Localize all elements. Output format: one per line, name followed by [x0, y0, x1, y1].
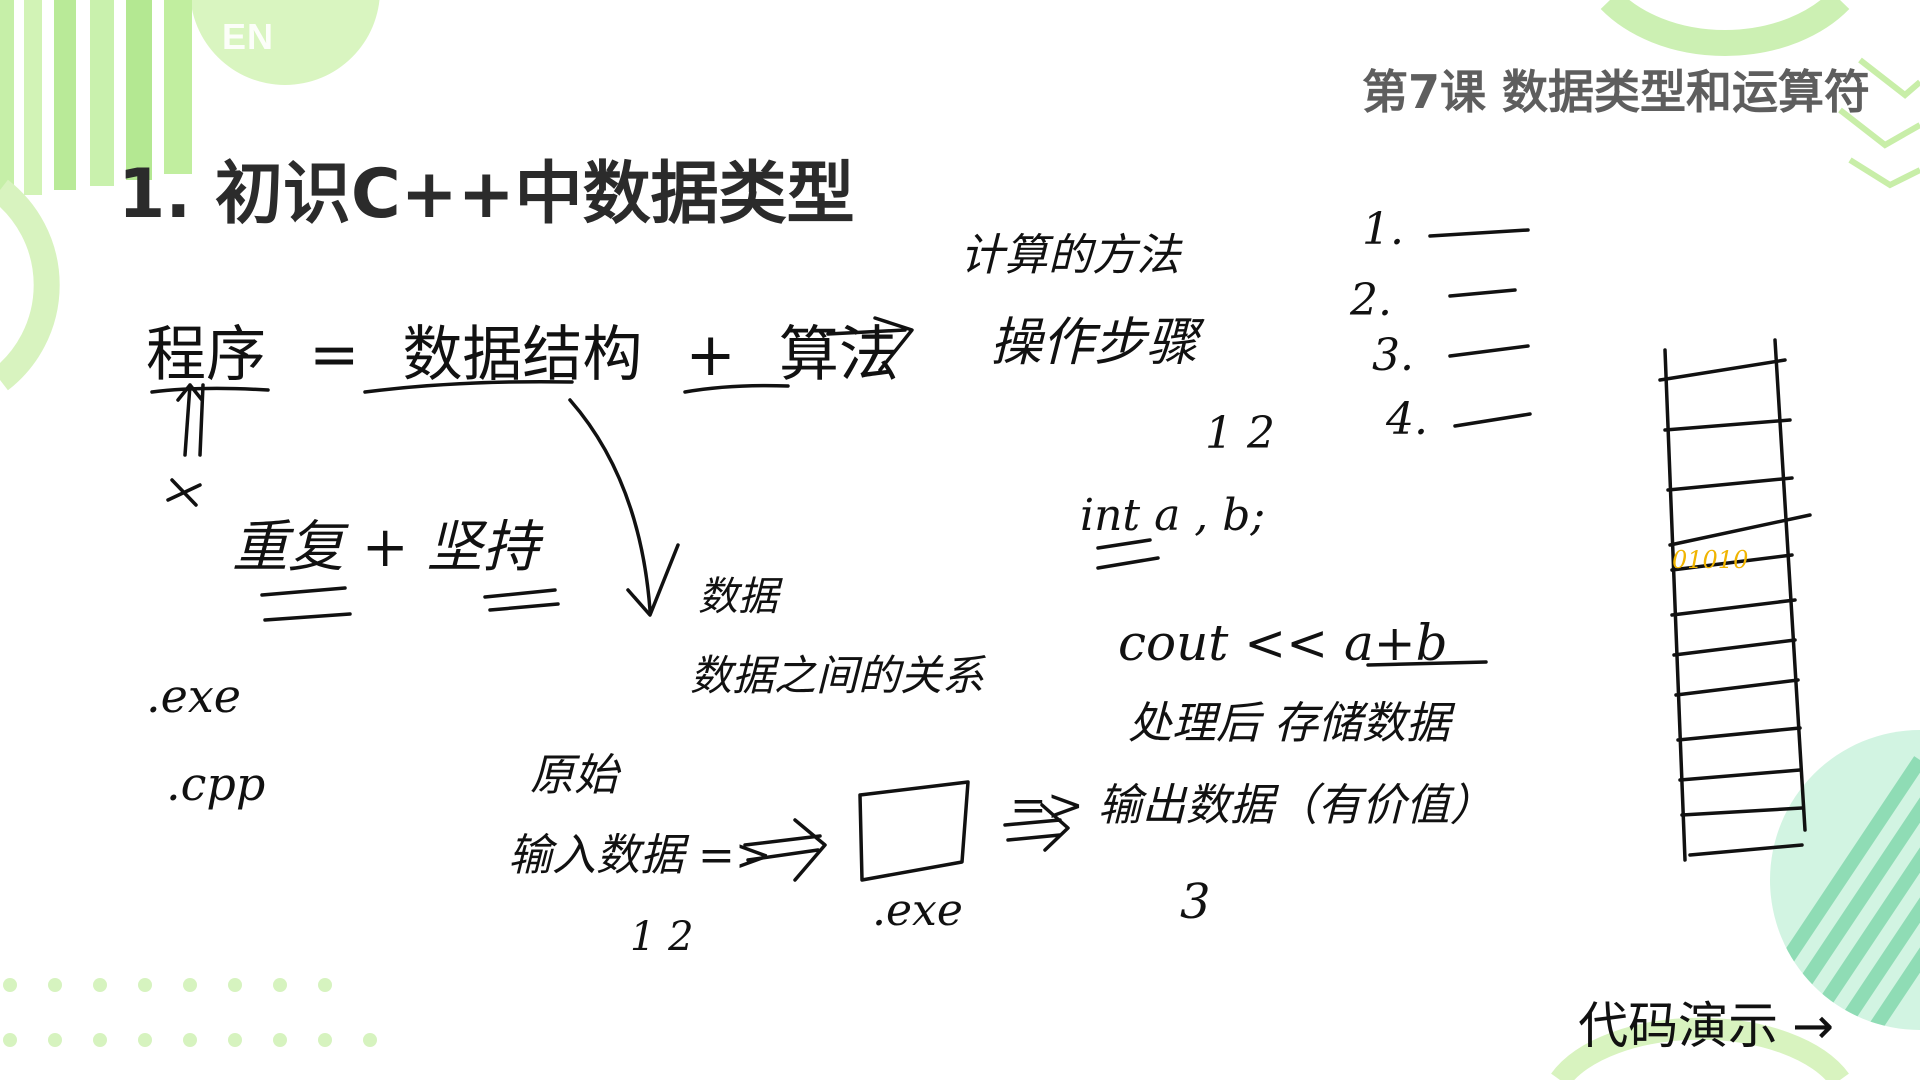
- output-arrow: [1003, 803, 1070, 852]
- note-data: 数据: [698, 574, 783, 620]
- stripe: [126, 0, 152, 180]
- memory-rung: [1674, 678, 1800, 697]
- underline-algorithm: [683, 383, 790, 394]
- arrow-head: [873, 316, 914, 372]
- step-line-1: [1428, 228, 1530, 238]
- formula-term-program: 程序: [146, 320, 266, 390]
- stripe: [54, 0, 76, 190]
- cout-underline: [1366, 660, 1488, 667]
- memory-rung: [1670, 553, 1794, 572]
- memory-rung: [1672, 638, 1797, 657]
- underline-data-structure: [363, 379, 574, 394]
- chevron-mark: [1858, 57, 1920, 99]
- left-arc: [0, 179, 60, 391]
- top-left-blob: [190, 0, 380, 85]
- chevron-mark: [1848, 157, 1920, 189]
- note-ab-nums: 1 2: [1205, 408, 1275, 459]
- note-step-1: 1.: [1362, 204, 1404, 255]
- lesson-title: 第7课 数据类型和运算符: [1361, 65, 1870, 119]
- note-repeat-persist: 重复 + 坚持: [232, 515, 545, 580]
- step-line-4: [1453, 412, 1532, 428]
- note-process-store: 处理后 存储数据: [1128, 698, 1456, 749]
- formula-term-data-structure: 数据结构: [402, 320, 643, 390]
- top-right-arc: [1600, 0, 1850, 56]
- note-binary: 01010: [1672, 546, 1748, 574]
- memory-rung: [1658, 358, 1787, 382]
- stripe: [24, 0, 42, 195]
- note-calc-method: 计算的方法: [960, 230, 1183, 281]
- note-num-3: 3: [1180, 874, 1211, 930]
- memory-rung: [1670, 598, 1797, 617]
- note-cpp: .cpp: [166, 757, 265, 811]
- curve-arrow-head: [626, 543, 680, 617]
- note-data-relation: 数据之间的关系: [690, 651, 986, 700]
- memory-rung: [1663, 418, 1792, 432]
- repeat-underline: [260, 586, 352, 622]
- arrow-right-icon: →: [1792, 997, 1834, 1055]
- int-underline: [1096, 538, 1160, 570]
- section-heading: 1. 初识C++中数据类型: [118, 155, 855, 234]
- note-nums-12: 1 2: [630, 914, 694, 960]
- memory-rung: [1678, 768, 1802, 782]
- star-mark: [166, 478, 202, 507]
- memory-rung: [1688, 843, 1804, 857]
- note-input-data: 输入数据 =>: [508, 830, 772, 881]
- formula: 程序 = 数据结构 + 算法: [146, 306, 899, 393]
- memory-rung: [1668, 513, 1812, 547]
- note-cout-expr: cout << a+b: [1118, 614, 1448, 672]
- note-exe-1: .exe: [146, 669, 241, 723]
- input-arrow: [743, 818, 827, 882]
- note-step-2: 2.: [1349, 275, 1392, 326]
- bottom-arc: [1551, 1017, 1849, 1080]
- dot-grid: [3, 978, 377, 1047]
- note-exe-2: .exe: [872, 885, 963, 936]
- note-operation-steps: 操作步骤: [990, 313, 1205, 373]
- note-step-3: 3.: [1372, 330, 1414, 381]
- step-line-3: [1448, 344, 1530, 358]
- stripe: [0, 0, 14, 200]
- code-demo-link[interactable]: 代码演示→: [1578, 986, 1834, 1058]
- formula-plus: +: [685, 320, 736, 390]
- language-badge: EN: [222, 16, 275, 57]
- note-int-decl: int a , b;: [1080, 490, 1265, 541]
- note-output-data: => 输出数据（有价值）: [1010, 780, 1494, 831]
- memory-rung: [1676, 726, 1802, 742]
- persist-underline: [483, 588, 560, 612]
- note-raw: 原始: [530, 750, 622, 801]
- chevron-mark: [1838, 107, 1920, 149]
- stripe: [164, 0, 192, 174]
- formula-equals: =: [309, 320, 360, 390]
- exe-box: [858, 780, 970, 882]
- memory-rung: [1666, 476, 1794, 492]
- curve-arrow: [568, 398, 652, 612]
- note-step-4: 4.: [1385, 394, 1428, 445]
- arrow-shaft: [826, 328, 907, 336]
- step-line-2: [1448, 288, 1517, 298]
- memory-rung: [1680, 806, 1804, 817]
- underline-program: [150, 386, 270, 394]
- up-arrows: [176, 383, 205, 457]
- code-demo-label: 代码演示: [1578, 997, 1779, 1055]
- stripe: [90, 0, 114, 186]
